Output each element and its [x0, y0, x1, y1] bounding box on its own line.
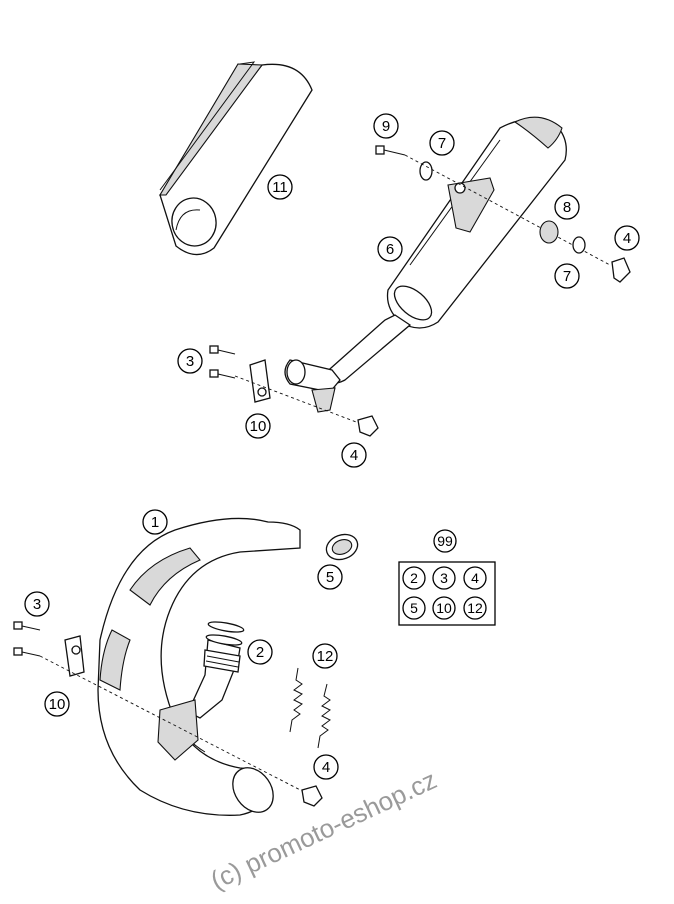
part-5-sealing-ring: [325, 533, 359, 561]
svg-text:4: 4: [350, 447, 358, 464]
part-2-o-rings: [203, 621, 245, 673]
svg-text:7: 7: [438, 135, 446, 152]
svg-text:6: 6: [386, 241, 394, 258]
svg-text:4: 4: [322, 759, 330, 776]
svg-text:5: 5: [326, 569, 334, 586]
callout-4-middle: 4: [341, 442, 367, 468]
kit-item: 4: [471, 570, 479, 586]
kit-item: 5: [410, 600, 418, 616]
svg-text:12: 12: [317, 648, 334, 665]
kit-item: 3: [440, 570, 448, 586]
callout-9: 9: [373, 113, 399, 139]
lower-fastener-set: [13, 621, 323, 807]
callout-10-upper: 10: [245, 413, 271, 439]
part-12-springs: [289, 667, 331, 749]
callout-2: 2: [247, 639, 273, 665]
callout-5: 5: [317, 564, 343, 590]
svg-text:9: 9: [382, 118, 390, 135]
callout-4-top: 4: [614, 225, 640, 251]
callout-3-upper: 3: [177, 348, 203, 374]
svg-text:3: 3: [33, 596, 41, 613]
upper-fastener-set: [375, 145, 631, 283]
kit-item: 10: [436, 600, 452, 616]
svg-text:10: 10: [250, 418, 267, 435]
svg-text:11: 11: [272, 179, 288, 196]
svg-text:2: 2: [256, 644, 264, 661]
callout-8: 8: [554, 194, 580, 220]
svg-text:4: 4: [623, 230, 631, 247]
part-11-sleeve: [159, 61, 313, 256]
callout-3-lower: 3: [24, 591, 50, 617]
kit-item: 2: [410, 570, 418, 586]
callout-7-top: 7: [429, 130, 455, 156]
callout-12: 12: [312, 643, 338, 669]
callout-7-bottom: 7: [554, 263, 580, 289]
middle-fastener-set: [209, 345, 379, 437]
repair-kit-box: 99 2 3 4 5 10 12: [398, 529, 496, 626]
svg-text:10: 10: [49, 696, 66, 713]
callout-11: 11: [267, 174, 293, 200]
callout-10-lower: 10: [44, 691, 70, 717]
kit-label: 99: [437, 533, 453, 549]
svg-text:8: 8: [563, 199, 571, 216]
callout-1: 1: [142, 509, 168, 535]
kit-items: 2 3 4 5 10 12: [402, 566, 487, 620]
callout-6: 6: [377, 236, 403, 262]
svg-text:7: 7: [563, 268, 571, 285]
svg-text:3: 3: [186, 353, 194, 370]
part-6-front-pipe: [284, 314, 412, 413]
callouts: 11 9 7 8 4 7 6 3 10 4 1 5 3 2 12 10 4: [24, 113, 640, 780]
part-6-silencer: [386, 116, 567, 329]
svg-text:1: 1: [151, 514, 159, 531]
kit-item: 12: [467, 600, 483, 616]
callout-4-lower: 4: [313, 754, 339, 780]
